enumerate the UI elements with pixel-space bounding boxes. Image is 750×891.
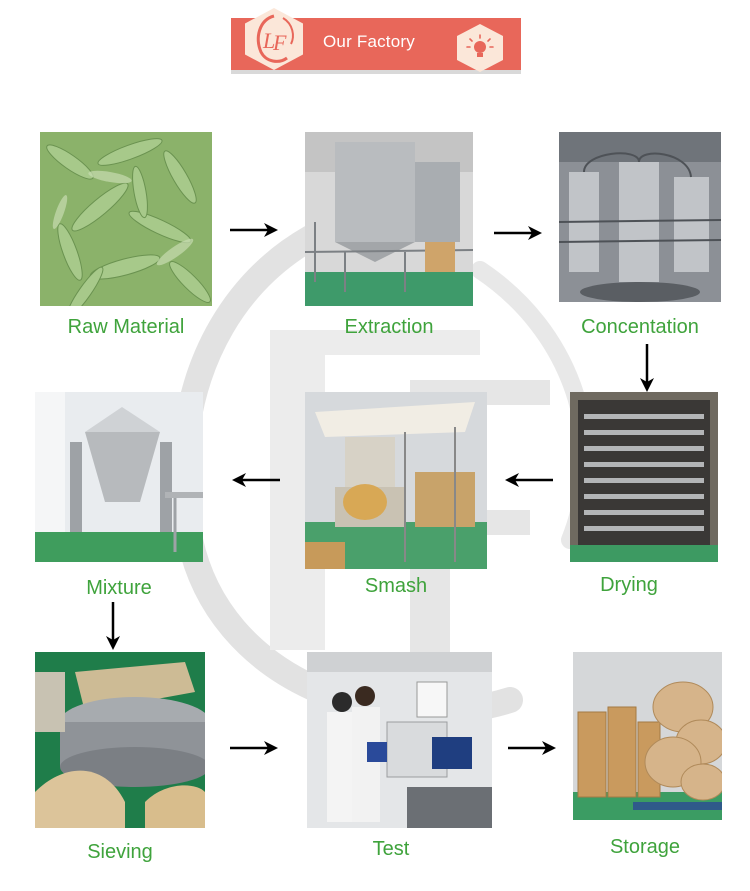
step-label: Test — [372, 838, 410, 860]
step-label: Extraction — [344, 316, 434, 338]
arrow-right-icon — [230, 223, 278, 237]
arrow-right-icon — [508, 741, 556, 755]
step-label: Sieving — [87, 841, 153, 863]
arrow-right-icon — [230, 741, 278, 755]
photo-test — [307, 652, 492, 828]
photo-extraction — [305, 132, 473, 306]
arrow-left-icon — [232, 473, 280, 487]
arrow-down-icon — [106, 602, 120, 650]
photo-drying — [570, 392, 718, 562]
svg-text:F: F — [272, 30, 287, 55]
step-label: Smash — [364, 575, 428, 597]
photo-sieving — [35, 652, 205, 828]
photo-storage — [573, 652, 722, 820]
section-banner: L F Our Factory — [231, 8, 521, 72]
step-label: Storage — [609, 836, 681, 858]
photo-raw-material — [40, 132, 212, 306]
step-label: Mixture — [86, 577, 152, 599]
photo-mixture — [35, 392, 203, 562]
step-label: Concentation — [581, 316, 699, 338]
step-label: Drying — [600, 574, 658, 596]
photo-concentation — [559, 132, 721, 302]
svg-text:L: L — [262, 28, 275, 53]
arrow-left-icon — [505, 473, 553, 487]
arrow-right-icon — [494, 226, 542, 240]
photo-smash — [305, 392, 487, 569]
step-label: Raw Material — [67, 316, 185, 338]
banner-title: Our Factory — [323, 32, 415, 51]
arrow-down-icon — [640, 344, 654, 392]
